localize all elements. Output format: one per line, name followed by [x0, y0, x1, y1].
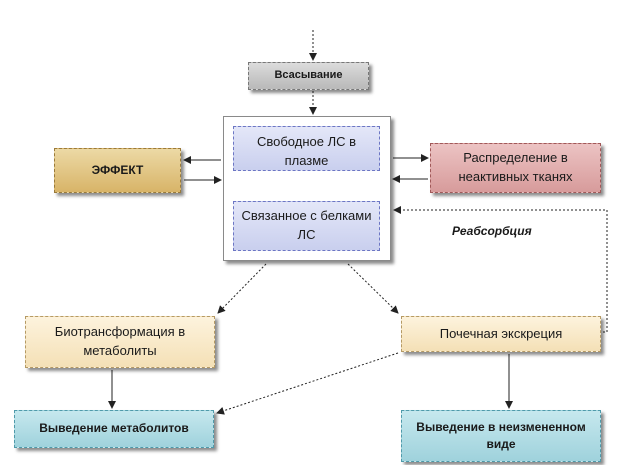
- reabsorption-label: Реабсорбция: [452, 224, 532, 238]
- free-drug-box: Свободное ЛС в плазме: [233, 126, 380, 171]
- elimination-unchanged-box: Выведение в неизмененном виде: [401, 410, 601, 462]
- elimination-metabolites-box: Выведение метаболитов: [14, 410, 214, 448]
- inactive-distribution-box: Распределение в неактивных тканях: [430, 143, 601, 193]
- absorption-box: Всасывание: [248, 62, 369, 90]
- inactive-distribution-label: Распределение в неактивных тканях: [458, 150, 573, 184]
- arrow-plasma-to-renal: [347, 263, 399, 314]
- biotransformation-box: Биотрансформация в метаболиты: [25, 316, 215, 368]
- elimination-unchanged-label: Выведение в неизмененном виде: [416, 419, 586, 451]
- effect-label: ЭФФЕКТ: [91, 162, 144, 177]
- effect-box: ЭФФЕКТ: [54, 148, 181, 193]
- arrow-plasma-to-biotransformation: [217, 263, 267, 314]
- bound-drug-box: Связанное с белками ЛС: [233, 201, 380, 251]
- elimination-metabolites-label: Выведение метаболитов: [39, 421, 189, 436]
- renal-excretion-label: Почечная экскреция: [439, 325, 563, 341]
- arrow-renal-to-elim-metab: [216, 352, 399, 415]
- bound-drug-label: Связанное с белками ЛС: [241, 208, 372, 242]
- absorption-label: Всасывание: [274, 69, 343, 82]
- free-drug-label: Свободное ЛС в плазме: [256, 134, 357, 168]
- renal-excretion-box: Почечная экскреция: [401, 316, 601, 352]
- arrow-reabsorption: [393, 206, 608, 333]
- biotransformation-label: Биотрансформация в метаболиты: [54, 324, 186, 358]
